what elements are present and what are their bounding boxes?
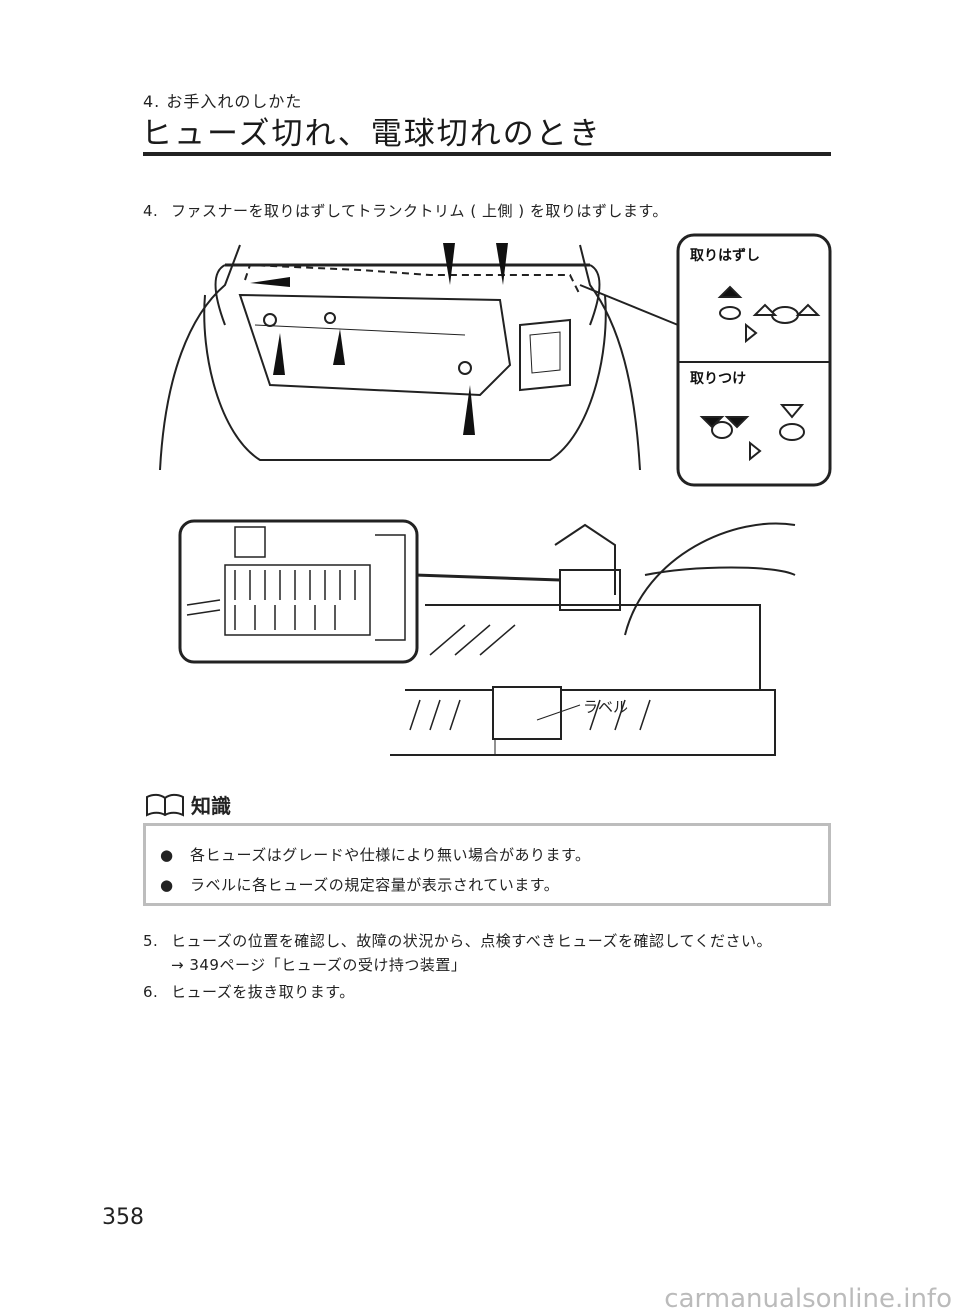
step-4: 4. ファスナーを取りはずしてトランクトリム ( 上側 ) を取りはずします。 (143, 199, 668, 223)
book-icon (146, 793, 184, 817)
bullet-icon: ● (160, 876, 174, 894)
step-6-number: 6. (143, 983, 159, 1001)
knowledge-heading: 知識 (145, 790, 231, 819)
page-number: 358 (102, 1205, 144, 1230)
step-4-number: 4. (143, 202, 159, 220)
step-6: 6. ヒューズを抜き取ります。 (143, 980, 355, 1004)
bullet-icon: ● (160, 846, 174, 864)
page-reference-link[interactable]: → 349ページ「ヒューズの受け持つ装置」 (171, 956, 467, 974)
fuse-box-illustration: ラベル (178, 519, 796, 756)
step-6-text: ヒューズを抜き取ります。 (171, 983, 355, 1001)
trunk-trim-illustration: 取りはずし 取りつけ (159, 233, 832, 487)
step-5-text: ヒューズの位置を確認し、故障の状況から、点検すべきヒューズを確認してください。 (171, 932, 773, 950)
watermark: carmanualsonline.info (664, 1284, 952, 1314)
knowledge-title: 知識 (191, 794, 231, 818)
install-label: 取りつけ (690, 371, 746, 387)
knowledge-item: ●各ヒューズはグレードや仕様により無い場合があります。 (146, 840, 828, 870)
fuse-closeup-inset (178, 519, 419, 664)
fuse-label-text: ラベル (583, 698, 628, 716)
step-4-text: ファスナーを取りはずしてトランクトリム ( 上側 ) を取りはずします。 (171, 202, 668, 220)
knowledge-item: ●ラベルに各ヒューズの規定容量が表示されています。 (146, 870, 828, 900)
step-5: 5. ヒューズの位置を確認し、故障の状況から、点検すべきヒューズを確認してください… (143, 929, 772, 953)
step-5-number: 5. (143, 932, 159, 950)
title-rule (143, 152, 831, 156)
page-title: ヒューズ切れ、電球切れのとき (141, 116, 602, 152)
knowledge-box: ●各ヒューズはグレードや仕様により無い場合があります。 ●ラベルに各ヒューズの規… (143, 823, 831, 906)
section-label: 4. お手入れのしかた (143, 92, 303, 111)
fuse-label-plate (492, 686, 562, 740)
remove-label: 取りはずし (690, 247, 760, 264)
